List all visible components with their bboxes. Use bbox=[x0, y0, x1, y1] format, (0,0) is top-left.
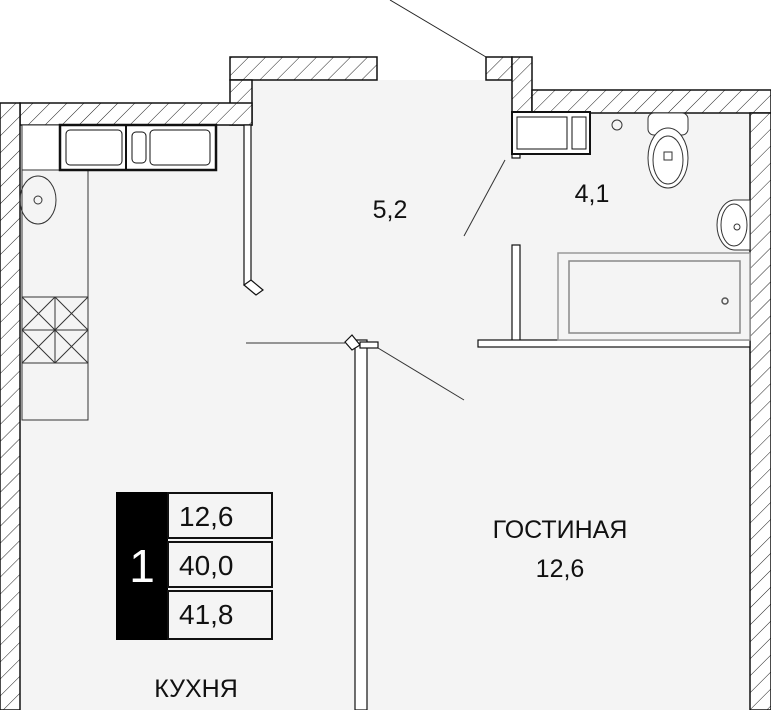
living-door-swing bbox=[377, 347, 465, 401]
kitchen-sink-icon bbox=[19, 175, 57, 225]
interior-walls bbox=[243, 112, 751, 710]
radiator-icon bbox=[511, 111, 591, 155]
exterior-walls bbox=[0, 56, 771, 710]
usable-area-cell: 40,0 bbox=[167, 541, 273, 588]
drain-icon bbox=[611, 119, 623, 131]
bathtub-icon bbox=[557, 252, 751, 341]
kitchen-name-label: КУХНЯ bbox=[154, 675, 238, 703]
bathroom-area-label: 4,1 bbox=[574, 180, 610, 208]
entrance-door-swing bbox=[389, 0, 487, 58]
toilet-icon bbox=[647, 112, 689, 189]
bathroom-door-swing bbox=[463, 159, 506, 237]
bathroom-sink-icon bbox=[716, 199, 751, 251]
total-area-cell: 41,8 bbox=[167, 590, 273, 640]
living-room-area-label: 12,6 bbox=[535, 555, 585, 583]
living-room-name-label: ГОСТИНАЯ bbox=[492, 516, 628, 544]
hall-area-label: 5,2 bbox=[372, 196, 408, 224]
radiator-icon bbox=[58, 123, 218, 172]
rooms-count-badge: 1 bbox=[116, 492, 168, 640]
living-area-cell: 12,6 bbox=[167, 492, 273, 539]
kitchen-niche bbox=[21, 124, 61, 171]
stove-icon bbox=[21, 296, 89, 364]
